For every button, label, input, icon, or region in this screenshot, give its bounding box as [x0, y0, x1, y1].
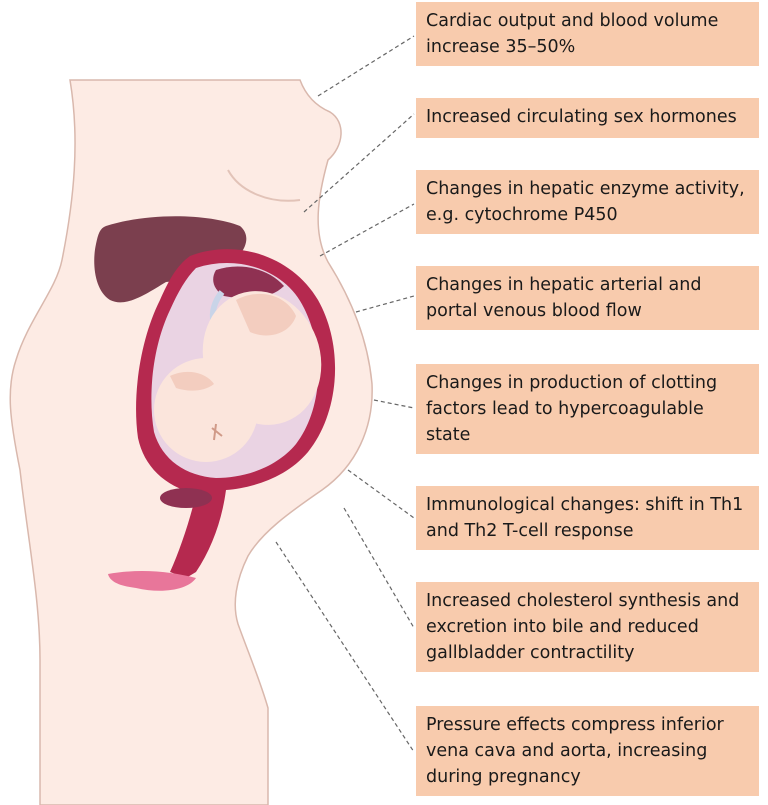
liver [94, 216, 247, 303]
callout-immunological: Immunological changes: shift in Th1 and … [416, 486, 759, 550]
callout-line: Pressure effects compress inferior [426, 715, 724, 735]
callout-line: state [426, 425, 471, 445]
callout-line: Immunological changes: shift in Th1 [426, 495, 744, 515]
fetus [154, 291, 322, 462]
callout-line: during pregnancy [426, 767, 581, 787]
callout-line: portal venous blood flow [426, 301, 642, 321]
callout-line: Changes in hepatic arterial and [426, 275, 702, 295]
callout-line: Increased circulating sex hormones [426, 107, 737, 127]
callout-line: Changes in production of clotting [426, 373, 718, 393]
callout-line: Cardiac output and blood volume [426, 11, 719, 31]
callout-line: vena cava and aorta, increasing [426, 741, 708, 761]
callout-line: gallbladder contractility [426, 643, 635, 663]
callout-line: e.g. cytochrome P450 [426, 205, 618, 225]
leader-line-6 [347, 469, 415, 519]
leader-line-1 [317, 35, 415, 97]
leader-lines [275, 35, 415, 753]
leader-line-5 [373, 399, 415, 409]
callout-cardiac-output: Cardiac output and blood volume increase… [416, 2, 759, 66]
leader-line-4 [355, 295, 415, 313]
callout-clotting-factors: Changes in production of clotting factor… [416, 364, 759, 454]
callout-line: excretion into bile and reduced [426, 617, 699, 637]
callout-line: factors lead to hypercoagulable [426, 399, 704, 419]
leader-line-8 [275, 541, 415, 753]
cervix [160, 488, 212, 508]
perineum [108, 571, 196, 591]
breast-contour [227, 169, 301, 202]
callout-sex-hormones: Increased circulating sex hormones [416, 98, 759, 138]
callout-line: Changes in hepatic enzyme activity, [426, 179, 745, 199]
callout-pressure-effects: Pressure effects compress inferior vena … [416, 706, 759, 796]
placenta [213, 266, 284, 299]
callout-line: Increased cholesterol synthesis and [426, 591, 740, 611]
leader-line-3 [319, 203, 415, 257]
callout-line: increase 35–50% [426, 37, 576, 57]
leader-line-2 [303, 113, 415, 213]
callout-hepatic-enzyme: Changes in hepatic enzyme activity, e.g.… [416, 170, 759, 234]
callout-cholesterol: Increased cholesterol synthesis and excr… [416, 582, 759, 672]
callout-line: and Th2 T-cell response [426, 521, 634, 541]
leader-line-7 [343, 507, 415, 629]
callout-hepatic-blood-flow: Changes in hepatic arterial and portal v… [416, 266, 759, 330]
